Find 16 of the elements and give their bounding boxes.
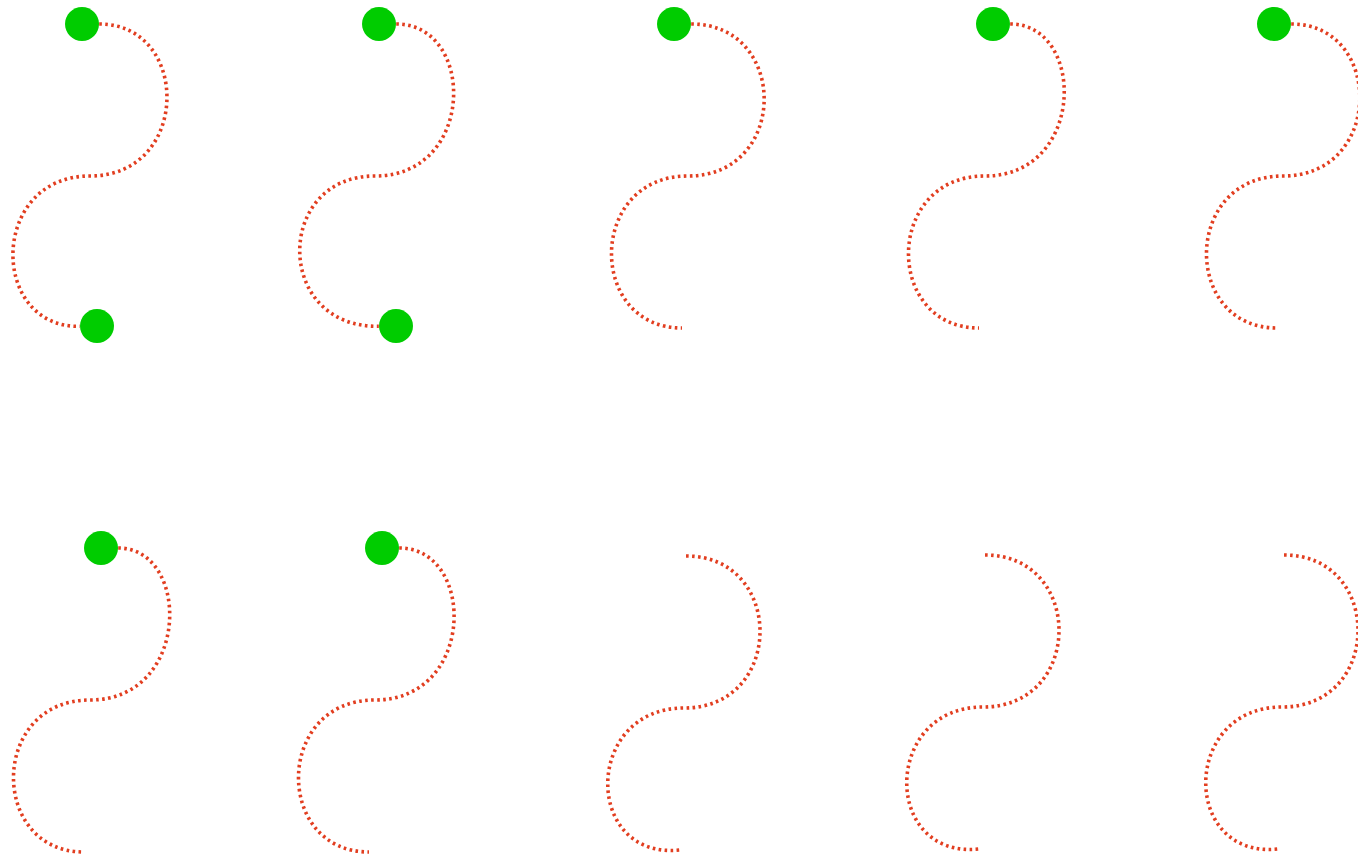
dotted-curve bbox=[11, 546, 172, 854]
dot bbox=[379, 309, 413, 343]
dotted-curve bbox=[11, 22, 169, 329]
dotted-curve bbox=[298, 22, 456, 329]
dot bbox=[84, 531, 118, 565]
dotted-curve bbox=[609, 22, 766, 330]
dotted-curve bbox=[1204, 22, 1358, 330]
dot bbox=[362, 7, 396, 41]
dot bbox=[976, 7, 1010, 41]
dot bbox=[657, 7, 691, 41]
dot bbox=[80, 309, 114, 343]
dotted-curve bbox=[906, 22, 1066, 330]
dot bbox=[65, 7, 99, 41]
dot bbox=[365, 531, 399, 565]
dotted-curve bbox=[296, 546, 456, 854]
dot bbox=[1257, 7, 1291, 41]
